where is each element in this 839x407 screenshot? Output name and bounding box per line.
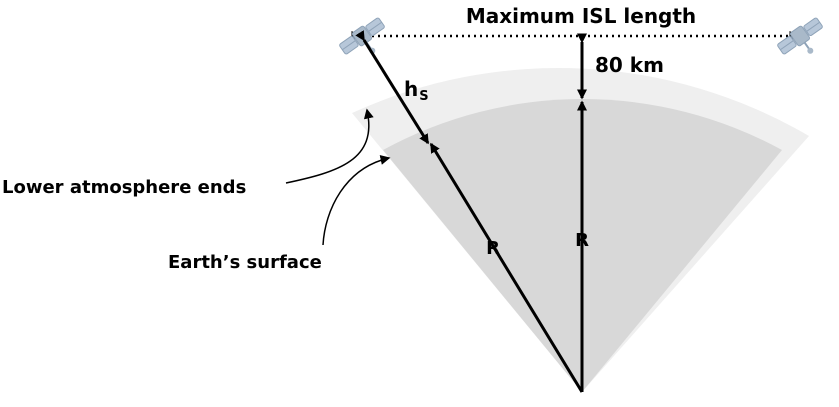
max-isl-label: Maximum ISL length	[466, 4, 696, 28]
earth-surface-label: Earth’s surface	[168, 252, 322, 273]
radius-center-label: R	[575, 230, 589, 251]
orbit-height-subscript: S	[419, 89, 428, 104]
satellite-icon	[774, 14, 833, 68]
orbit-height-symbol: h	[404, 77, 418, 101]
lower-atmosphere-callout	[285, 108, 374, 184]
altitude-gap-label: 80 km	[595, 53, 664, 77]
orbit-height-arrow	[355, 30, 430, 145]
lower-atmosphere-label: Lower atmosphere ends	[2, 177, 246, 198]
earth-surface-callout	[322, 155, 391, 246]
radius-left-label: R	[486, 238, 500, 259]
orbit-height-label: hS	[404, 77, 429, 104]
radius-left-line	[429, 142, 584, 393]
